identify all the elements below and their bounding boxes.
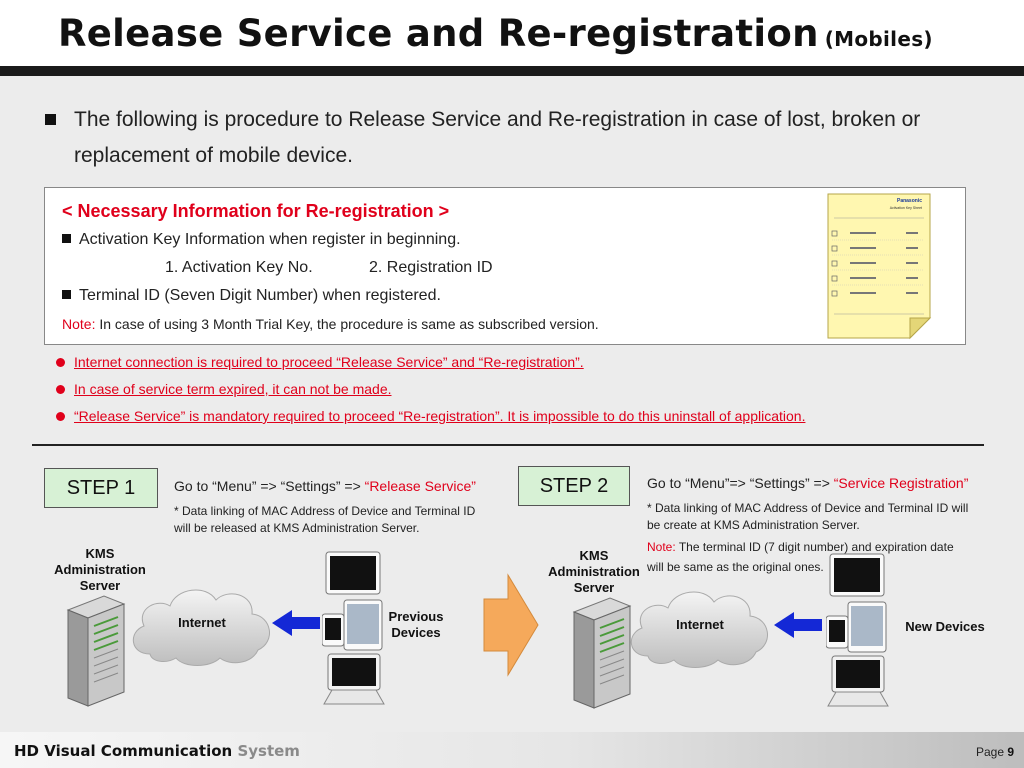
bullet-text: In case of service term expired, it can … xyxy=(74,381,392,397)
label-line: Administration xyxy=(548,564,640,579)
detail-line: * Data linking of MAC Address of Device … xyxy=(647,501,969,515)
requirement-bullet-1: Internet connection is required to proce… xyxy=(56,354,584,370)
info-item-terminal-id: Terminal ID (Seven Digit Number) when re… xyxy=(62,287,441,305)
note-text: In case of using 3 Month Trial Key, the … xyxy=(99,316,599,332)
requirement-bullet-3: “Release Service” is mandatory required … xyxy=(56,408,805,424)
instruction-text: Go to “Menu”=> “Settings” => xyxy=(647,475,834,491)
activation-key-sheet-illustration: Panasonic Activation Key Sheet xyxy=(827,193,932,340)
step-2-server-label: KMS Administration Server xyxy=(544,548,644,596)
red-dot-icon xyxy=(56,412,65,421)
title-bar xyxy=(0,0,1024,66)
server-icon xyxy=(572,597,632,709)
info-item-activation-key: Activation Key Information when register… xyxy=(62,231,461,249)
info-sub-registration-id: 2. Registration ID xyxy=(369,259,493,276)
step-1-devices-label: Previous Devices xyxy=(380,609,452,641)
red-dot-icon xyxy=(56,358,65,367)
page-number-value: 9 xyxy=(1007,745,1015,759)
arrow-left-icon xyxy=(272,610,320,636)
page-number: Page 9 xyxy=(976,745,1014,759)
title-subtitle: (Mobiles) xyxy=(824,27,933,51)
info-sub-activation-key-no: 1. Activation Key No. xyxy=(165,259,313,276)
note-label: Note: xyxy=(647,540,676,554)
info-heading: < Necessary Information for Re-registrat… xyxy=(62,201,450,221)
footer-brand-system: System xyxy=(237,742,300,760)
step-2-detail: * Data linking of MAC Address of Device … xyxy=(647,500,968,534)
label-line: Server xyxy=(79,578,121,593)
note-line: Note: The terminal ID (7 digit number) a… xyxy=(647,537,954,557)
step-2-devices-label: New Devices xyxy=(905,619,985,634)
step-1-label: STEP 1 xyxy=(44,468,158,508)
detail-line: be create at KMS Administration Server. xyxy=(647,518,860,532)
title-rule xyxy=(0,66,1024,76)
detail-line: will be released at KMS Administration S… xyxy=(174,521,420,535)
info-item-text: Activation Key Information when register… xyxy=(79,231,461,248)
step-1-internet-label: Internet xyxy=(178,615,226,630)
label-line: KMS xyxy=(85,546,115,561)
label-line: Server xyxy=(573,580,615,595)
info-item-text: Terminal ID (Seven Digit Number) when re… xyxy=(79,287,441,304)
step-1-instruction: Go to “Menu” => “Settings” => “Release S… xyxy=(174,478,476,494)
note-text: The terminal ID (7 digit number) and exp… xyxy=(678,540,954,554)
note-line: will be same as the original ones. xyxy=(647,560,824,574)
square-bullet-icon xyxy=(45,114,56,125)
document-title: Activation Key Sheet xyxy=(890,206,922,210)
bullet-text: “Release Service” is mandatory required … xyxy=(74,408,806,424)
cloud-icon xyxy=(133,589,270,666)
requirement-bullet-2: In case of service term expired, it can … xyxy=(56,381,392,397)
info-note: Note: In case of using 3 Month Trial Key… xyxy=(62,316,599,332)
label-line: KMS xyxy=(579,548,609,563)
footer-bar xyxy=(0,732,1024,768)
info-box xyxy=(44,187,966,345)
server-icon xyxy=(66,595,126,707)
step-2-internet-label: Internet xyxy=(676,617,724,632)
square-bullet-icon xyxy=(62,290,71,299)
instruction-highlight: “Release Service” xyxy=(364,478,476,494)
arrow-left-icon xyxy=(774,612,822,638)
label-line: Previous xyxy=(388,609,444,624)
intro-text: The following is procedure to Release Se… xyxy=(74,108,921,167)
footer-brand-text: HD Visual Communication xyxy=(14,742,233,760)
page-title: Release Service and Re-registration(Mobi… xyxy=(58,12,933,55)
document-brand: Panasonic xyxy=(897,198,922,204)
section-divider xyxy=(32,444,984,446)
step-1-server-label: KMS Administration Server xyxy=(50,546,150,594)
cloud-icon xyxy=(631,591,768,668)
red-dot-icon xyxy=(56,385,65,394)
previous-devices-icon xyxy=(322,551,385,705)
new-devices-icon xyxy=(826,553,889,707)
title-main-text: Release Service and Re-registration xyxy=(58,12,819,55)
note-label: Note: xyxy=(62,316,96,332)
footer-brand: HD Visual Communication System xyxy=(14,742,300,760)
label-line: Administration xyxy=(54,562,146,577)
intro-paragraph: The following is procedure to Release Se… xyxy=(45,102,985,174)
step-2-label: STEP 2 xyxy=(518,466,630,506)
transition-arrow-icon xyxy=(483,573,539,677)
instruction-highlight: “Service Registration” xyxy=(833,475,969,491)
detail-line: * Data linking of MAC Address of Device … xyxy=(174,504,476,518)
bullet-text: Internet connection is required to proce… xyxy=(74,354,584,370)
label-line: Devices xyxy=(391,625,441,640)
square-bullet-icon xyxy=(62,234,71,243)
page-label: Page xyxy=(976,745,1005,759)
step-2-instruction: Go to “Menu”=> “Settings” => “Service Re… xyxy=(647,475,968,491)
instruction-text: Go to “Menu” => “Settings” => xyxy=(174,478,365,494)
step-2-note: Note: The terminal ID (7 digit number) a… xyxy=(647,537,954,577)
step-1-detail: * Data linking of MAC Address of Device … xyxy=(174,503,475,537)
